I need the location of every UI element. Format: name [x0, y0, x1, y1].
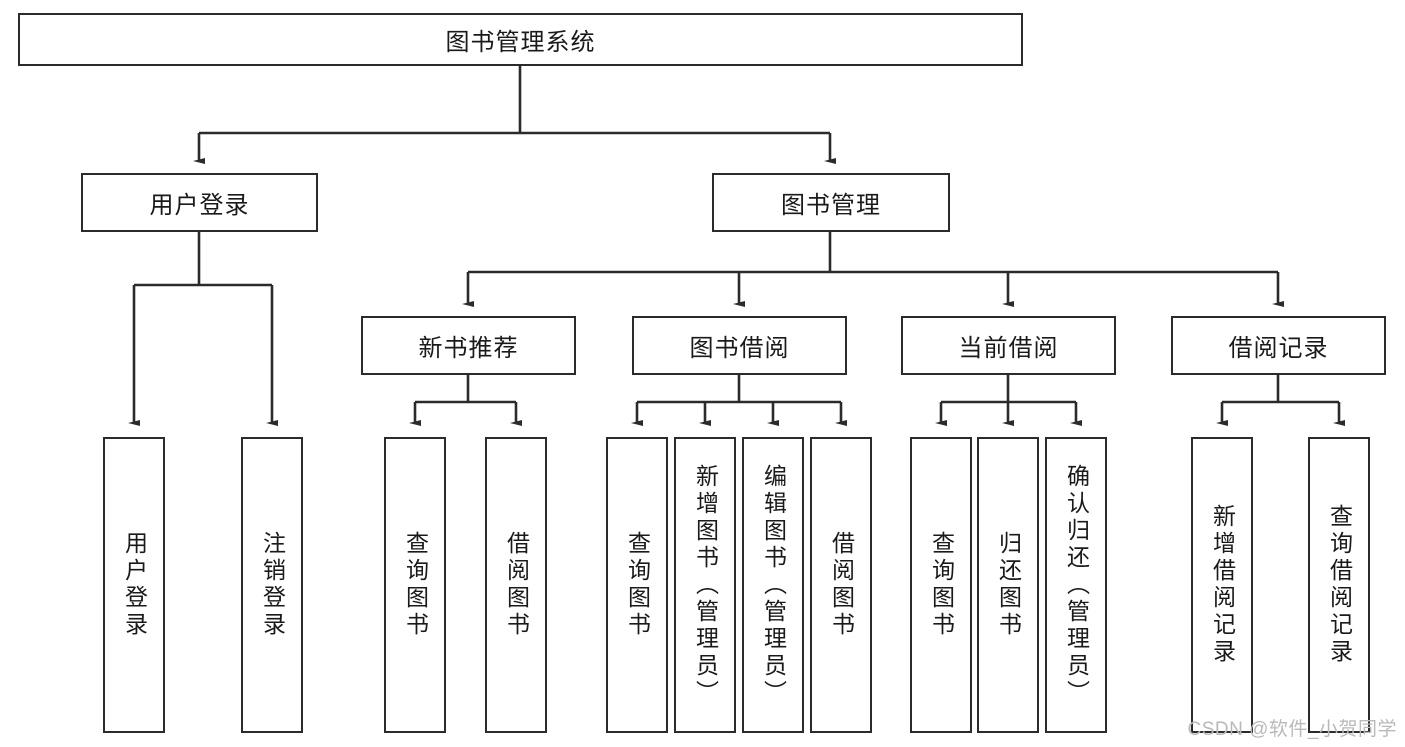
node-label: 借阅图书 — [503, 531, 530, 639]
node-user-login[interactable]: 用户登录 — [81, 173, 318, 232]
watermark-text: CSDN @软件_小贺同学 — [1187, 719, 1397, 740]
node-borrow-record[interactable]: 借阅记录 — [1171, 316, 1386, 375]
node-label: 查询图书 — [624, 531, 651, 639]
node-book-borrow[interactable]: 图书借阅 — [632, 316, 847, 375]
node-label: 查询借阅记录 — [1326, 504, 1353, 666]
node-leaf-query-book-recommend[interactable]: 查询图书 — [384, 437, 446, 733]
node-label: 新增借阅记录 — [1209, 504, 1236, 666]
node-leaf-user-login[interactable]: 用户登录 — [103, 437, 165, 733]
node-leaf-add-book-admin[interactable]: 新增图书（管理员） — [674, 437, 736, 733]
node-leaf-return-book[interactable]: 归还图书 — [977, 437, 1039, 733]
node-label: 图书借阅 — [689, 335, 790, 362]
node-leaf-query-book-borrow[interactable]: 查询图书 — [606, 437, 668, 733]
node-book-management[interactable]: 图书管理 — [712, 173, 950, 232]
node-label: 编辑图书（管理员） — [760, 463, 787, 707]
node-new-book-recommend[interactable]: 新书推荐 — [361, 316, 576, 375]
node-label: 图书管理系统 — [445, 29, 596, 56]
node-label: 归还图书 — [995, 531, 1022, 639]
node-label: 借阅记录 — [1228, 335, 1329, 362]
node-leaf-query-borrow-record[interactable]: 查询借阅记录 — [1308, 437, 1370, 733]
node-leaf-borrow-book[interactable]: 借阅图书 — [810, 437, 872, 733]
node-label: 查询图书 — [928, 531, 955, 639]
node-label: 借阅图书 — [828, 531, 855, 639]
node-label: 图书管理 — [781, 192, 881, 219]
node-leaf-edit-book-admin[interactable]: 编辑图书（管理员） — [742, 437, 804, 733]
node-leaf-confirm-return-admin[interactable]: 确认归还（管理员） — [1045, 437, 1107, 733]
node-label: 新书推荐 — [418, 335, 519, 362]
node-label: 用户登录 — [149, 192, 250, 219]
node-label: 新增图书（管理员） — [692, 463, 719, 707]
node-label: 注销登录 — [259, 531, 286, 639]
node-current-borrow[interactable]: 当前借阅 — [901, 316, 1116, 375]
node-label: 确认归还（管理员） — [1063, 463, 1090, 707]
node-label: 当前借阅 — [958, 335, 1059, 362]
node-leaf-add-borrow-record[interactable]: 新增借阅记录 — [1191, 437, 1253, 733]
node-leaf-logout-login[interactable]: 注销登录 — [241, 437, 303, 733]
node-label: 查询图书 — [402, 531, 429, 639]
node-root-book-management-system[interactable]: 图书管理系统 — [18, 13, 1023, 66]
node-leaf-borrow-book-recommend[interactable]: 借阅图书 — [485, 437, 547, 733]
node-leaf-query-book-current[interactable]: 查询图书 — [910, 437, 972, 733]
node-label: 用户登录 — [121, 531, 148, 639]
